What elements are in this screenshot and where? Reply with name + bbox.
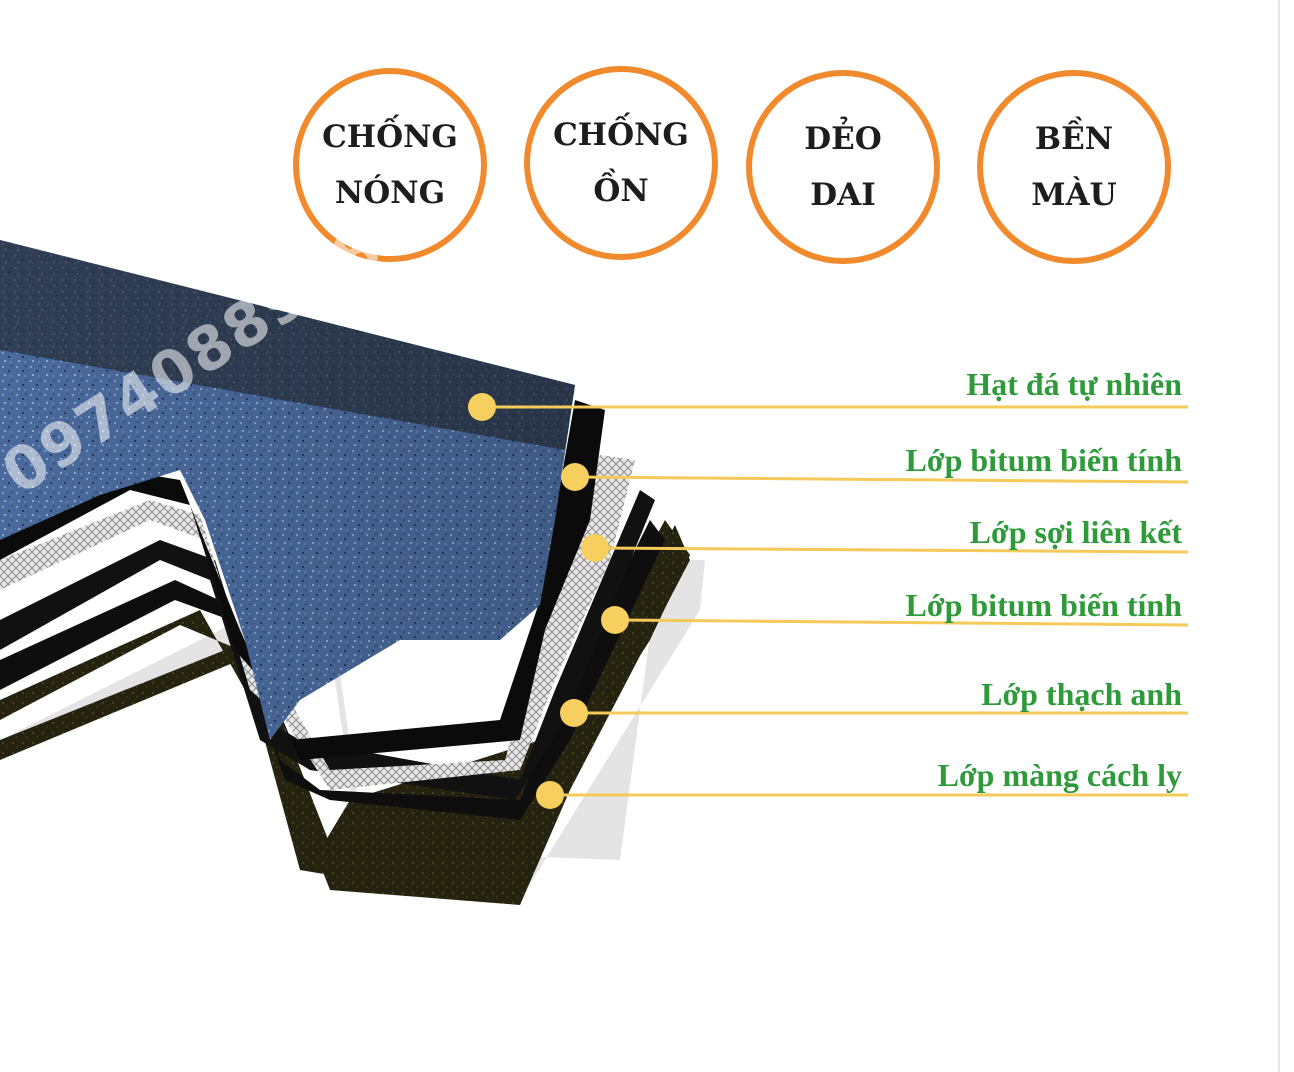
- badge-line1: DẺO: [804, 121, 882, 157]
- layer-granules-shade: [0, 240, 575, 740]
- badge-line2: NÓNG: [334, 175, 446, 211]
- badge-chong-nong: CHỐNG NÓNG: [293, 68, 487, 262]
- badge-deo-dai: DẺO DAI: [746, 70, 940, 264]
- badge-line1: CHỐNG: [322, 119, 458, 155]
- label-quartz: Lớp thạch anh: [981, 676, 1182, 712]
- badge-chong-on: CHỐNG ỒN: [524, 66, 718, 260]
- callout-line-bitumen-lower: [614, 618, 1189, 627]
- callout-dot-bitumen-upper: [561, 463, 589, 491]
- layer-bitumen-upper: [0, 400, 605, 760]
- label-granules: Hạt đá tự nhiên: [966, 366, 1182, 402]
- layer-quartz: [0, 520, 665, 820]
- label-isolation: Lớp màng cách ly: [937, 757, 1182, 793]
- label-bitumen-upper: Lớp bitum biến tính: [905, 442, 1182, 478]
- layer-isolation-film: [0, 520, 690, 890]
- callout-line-fiber: [594, 546, 1189, 554]
- badge-line2: ỒN: [593, 173, 649, 209]
- badge-line2: DAI: [810, 177, 876, 213]
- label-fiber: Lớp sợi liên kết: [969, 514, 1182, 550]
- badge-line1: CHỐNG: [553, 117, 689, 153]
- right-border: [1278, 0, 1280, 1072]
- callout-dot-bitumen-lower: [601, 606, 629, 634]
- callout-dot-granules: [468, 393, 496, 421]
- callout-line-bitumen-upper: [574, 475, 1189, 484]
- badge-line1: BỀN: [1034, 121, 1114, 157]
- callout-dot-fiber: [581, 534, 609, 562]
- badge-ben-mau: BỀN MÀU: [977, 70, 1171, 264]
- badge-line2: MÀU: [1031, 177, 1117, 213]
- callout-dot-isolation: [536, 781, 564, 809]
- label-bitumen-lower: Lớp bitum biến tính: [905, 587, 1182, 623]
- callout-dot-quartz: [560, 699, 588, 727]
